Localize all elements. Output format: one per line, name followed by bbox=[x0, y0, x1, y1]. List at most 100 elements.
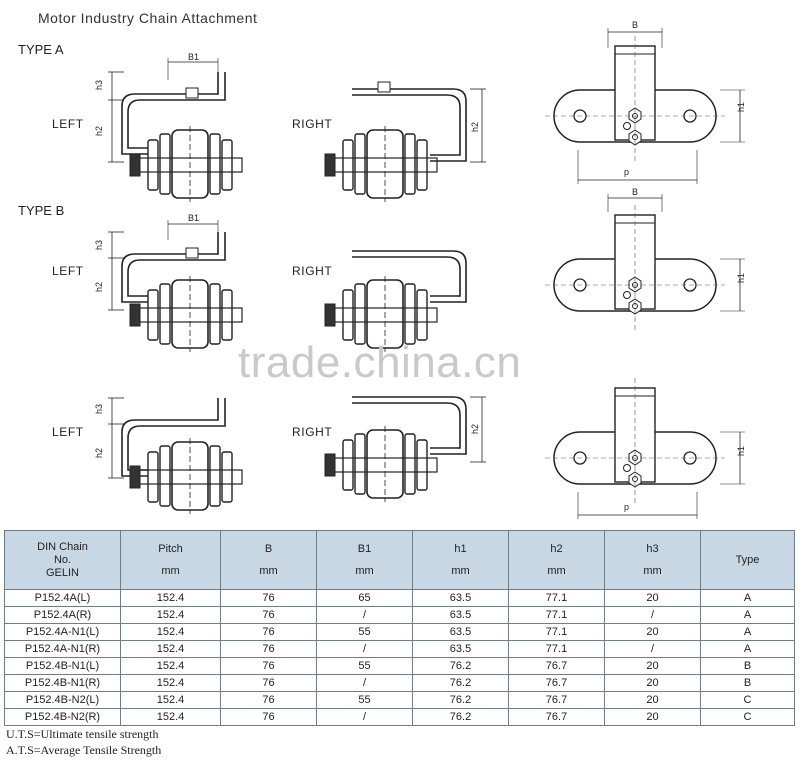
cell-pitch: 152.4 bbox=[120, 589, 221, 607]
cell-h3: 20 bbox=[604, 623, 701, 641]
cell-type: C bbox=[700, 691, 795, 709]
header-type: Type bbox=[700, 530, 795, 590]
svg-text:B1: B1 bbox=[188, 52, 199, 62]
cell-chain-no: P152.4B-N2(R) bbox=[4, 708, 121, 726]
svg-text:h2: h2 bbox=[470, 424, 480, 434]
cell-h2: 76.7 bbox=[508, 691, 605, 709]
ats-note: A.T.S=Average Tensile Strength bbox=[6, 743, 162, 757]
cell-b: 76 bbox=[220, 623, 317, 641]
cell-pitch: 152.4 bbox=[120, 623, 221, 641]
type-b-right-drawing bbox=[324, 250, 467, 353]
header-chain-no: DIN Chain No. GELIN bbox=[4, 530, 121, 590]
cell-chain-no: P152.4B-N1(L) bbox=[4, 657, 121, 675]
right-label-row3: RIGHT bbox=[292, 425, 333, 439]
cell-b1: 65 bbox=[316, 589, 413, 607]
svg-text:p: p bbox=[624, 167, 629, 177]
cell-h2: 77.1 bbox=[508, 606, 605, 624]
svg-text:h1: h1 bbox=[736, 273, 746, 283]
left-label-row3: LEFT bbox=[52, 425, 84, 439]
cell-h3: / bbox=[604, 606, 701, 624]
cell-chain-no: P152.4A(R) bbox=[4, 606, 121, 624]
cell-h1: 63.5 bbox=[412, 589, 509, 607]
uts-note: U.T.S=Ultimate tensile strength bbox=[6, 727, 159, 741]
cell-h1: 63.5 bbox=[412, 606, 509, 624]
left-label-row1: LEFT bbox=[52, 117, 84, 131]
cell-pitch: 152.4 bbox=[120, 657, 221, 675]
svg-text:B: B bbox=[632, 187, 638, 197]
cell-pitch: 152.4 bbox=[120, 674, 221, 692]
type-a-right-drawing: h2 bbox=[324, 81, 486, 203]
cell-b: 76 bbox=[220, 589, 317, 607]
cell-b: 76 bbox=[220, 640, 317, 658]
cell-h3: / bbox=[604, 640, 701, 658]
cell-h1: 63.5 bbox=[412, 623, 509, 641]
cell-h3: 20 bbox=[604, 657, 701, 675]
left-label-row2: LEFT bbox=[52, 264, 84, 278]
cell-h3: 20 bbox=[604, 708, 701, 726]
cell-h1: 76.2 bbox=[412, 691, 509, 709]
cell-h1: 76.2 bbox=[412, 657, 509, 675]
cell-h2: 76.7 bbox=[508, 657, 605, 675]
cell-b1: / bbox=[316, 640, 413, 658]
cell-h3: 20 bbox=[604, 589, 701, 607]
svg-text:h2: h2 bbox=[94, 126, 104, 136]
right-label-row1: RIGHT bbox=[292, 117, 333, 131]
svg-text:h3: h3 bbox=[94, 80, 104, 90]
cell-h1: 63.5 bbox=[412, 640, 509, 658]
svg-text:h2: h2 bbox=[470, 122, 480, 132]
cell-pitch: 152.4 bbox=[120, 606, 221, 624]
svg-text:B1: B1 bbox=[188, 213, 199, 223]
cell-h2: 77.1 bbox=[508, 623, 605, 641]
cell-h3: 20 bbox=[604, 674, 701, 692]
svg-text:h2: h2 bbox=[94, 448, 104, 458]
type-b-left-drawing: h3 h2 B1 bbox=[94, 213, 243, 353]
cell-b: 76 bbox=[220, 606, 317, 624]
type-c-left-drawing: h3 h2 bbox=[94, 397, 243, 515]
cell-b: 76 bbox=[220, 657, 317, 675]
cell-b1: 55 bbox=[316, 657, 413, 675]
cell-b1: / bbox=[316, 708, 413, 726]
cell-pitch: 152.4 bbox=[120, 708, 221, 726]
svg-text:h3: h3 bbox=[94, 240, 104, 250]
cell-type: A bbox=[700, 589, 795, 607]
cell-b: 76 bbox=[220, 708, 317, 726]
type-c-plate-drawing: h1 p bbox=[544, 377, 746, 519]
cell-chain-no: P152.4A-N1(L) bbox=[4, 623, 121, 641]
svg-text:h3: h3 bbox=[94, 404, 104, 414]
cell-h1: 76.2 bbox=[412, 674, 509, 692]
cell-type: B bbox=[700, 674, 795, 692]
type-c-right-drawing: h2 bbox=[324, 396, 486, 503]
svg-text:h2: h2 bbox=[94, 282, 104, 292]
type-b-plate-drawing: B h1 bbox=[544, 187, 746, 331]
cell-b: 76 bbox=[220, 691, 317, 709]
type-a-left-drawing: h3 h2 B1 bbox=[94, 52, 243, 203]
cell-b1: 55 bbox=[316, 691, 413, 709]
type-a-plate-drawing: B h1 p bbox=[544, 20, 746, 184]
cell-type: A bbox=[700, 640, 795, 658]
cell-h2: 76.7 bbox=[508, 708, 605, 726]
right-label-row2: RIGHT bbox=[292, 264, 333, 278]
svg-text:h1: h1 bbox=[736, 102, 746, 112]
cell-b1: / bbox=[316, 674, 413, 692]
cell-chain-no: P152.4A(L) bbox=[4, 589, 121, 607]
page-title: Motor Industry Chain Attachment bbox=[38, 10, 258, 26]
svg-text:B: B bbox=[632, 20, 638, 30]
cell-chain-no: P152.4B-N2(L) bbox=[4, 691, 121, 709]
cell-type: C bbox=[700, 708, 795, 726]
